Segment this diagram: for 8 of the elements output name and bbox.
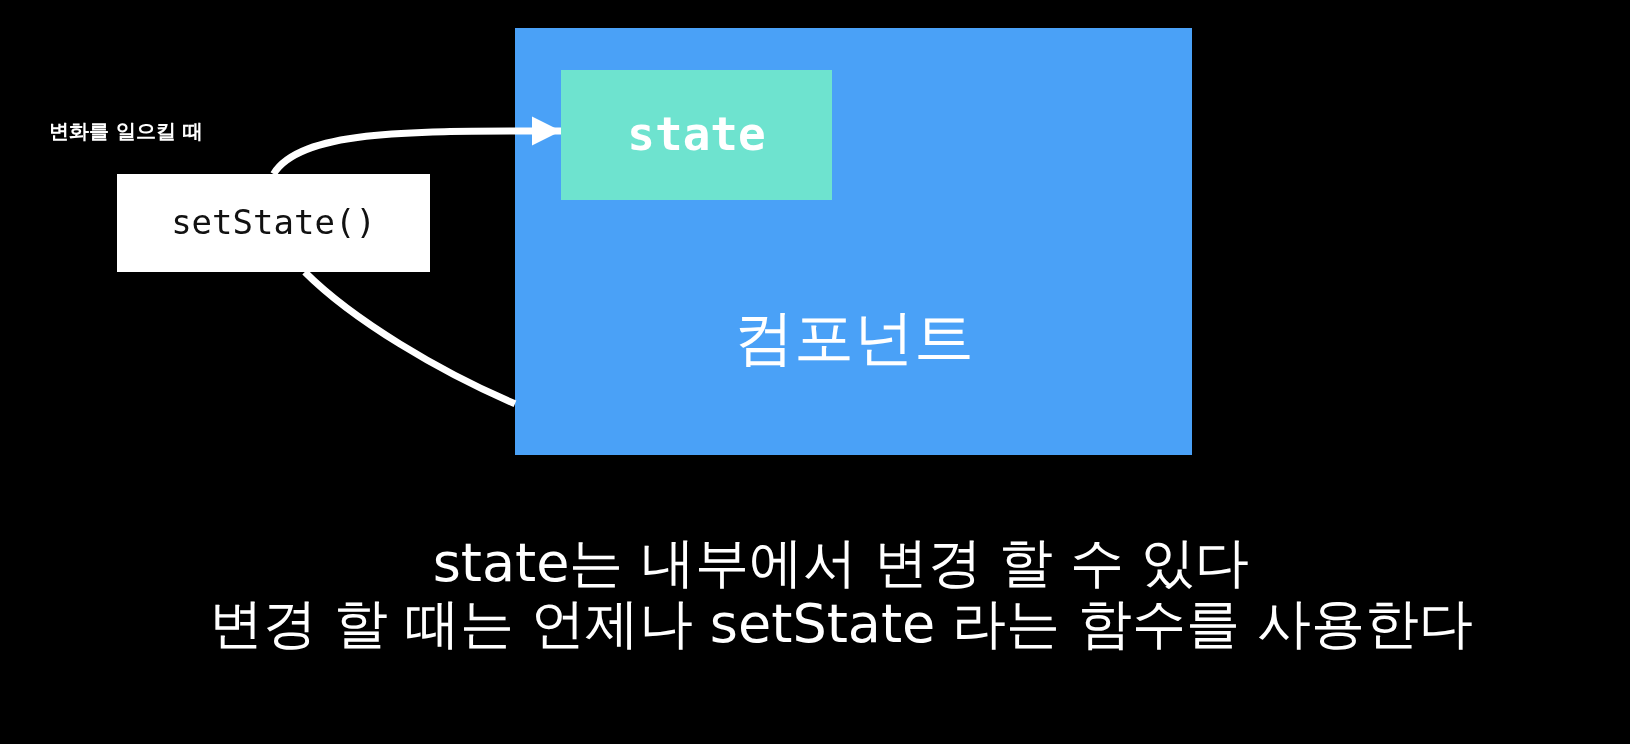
- state-box: [561, 70, 832, 200]
- function-box: [117, 174, 430, 272]
- arrow: [270, 116, 561, 177]
- function-label: setState(): [171, 202, 376, 242]
- component-box: [515, 28, 1192, 455]
- connector-line: [302, 269, 517, 407]
- component-label: 컴포넌트: [733, 301, 974, 374]
- state-label: state: [627, 107, 766, 161]
